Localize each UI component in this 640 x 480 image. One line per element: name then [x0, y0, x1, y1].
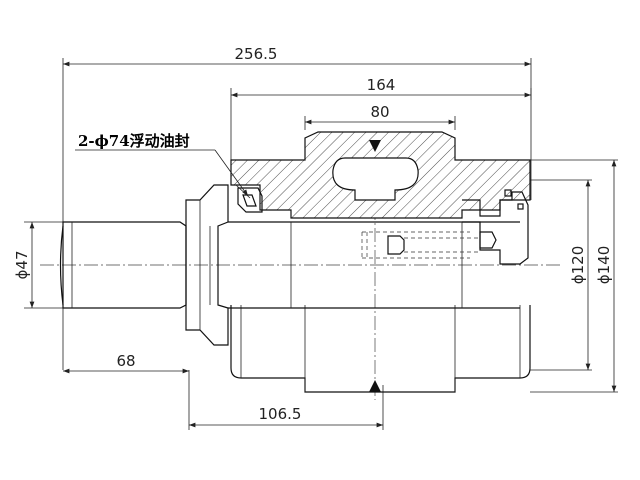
dim-body-length: 164 [367, 76, 396, 94]
dim-shaft-diameter: ϕ47 [13, 251, 31, 280]
axial-bolt [361, 231, 480, 259]
dim-outer-diameter: ϕ140 [595, 246, 613, 285]
bottom-section-triangle [369, 380, 381, 392]
callout-leader [75, 149, 249, 197]
center-lines [40, 140, 560, 400]
seal-callout-label: 2-ϕ74浮动油封 [78, 132, 190, 150]
left-collar [185, 184, 229, 346]
dim-rim-width: 80 [370, 103, 389, 121]
dimension-lines [29, 61, 617, 428]
left-bearing-detail [235, 184, 263, 213]
dim-inner-diameter: ϕ120 [569, 246, 587, 285]
extension-lines [24, 58, 618, 430]
section-hatch [230, 131, 531, 219]
dim-overall-length: 256.5 [235, 45, 278, 63]
top-section-triangle [369, 140, 381, 152]
section-markers [369, 140, 381, 392]
right-endcap-detail [462, 189, 529, 265]
dim-shaft-offset: 68 [116, 352, 135, 370]
dim-half-length: 106.5 [259, 405, 302, 423]
